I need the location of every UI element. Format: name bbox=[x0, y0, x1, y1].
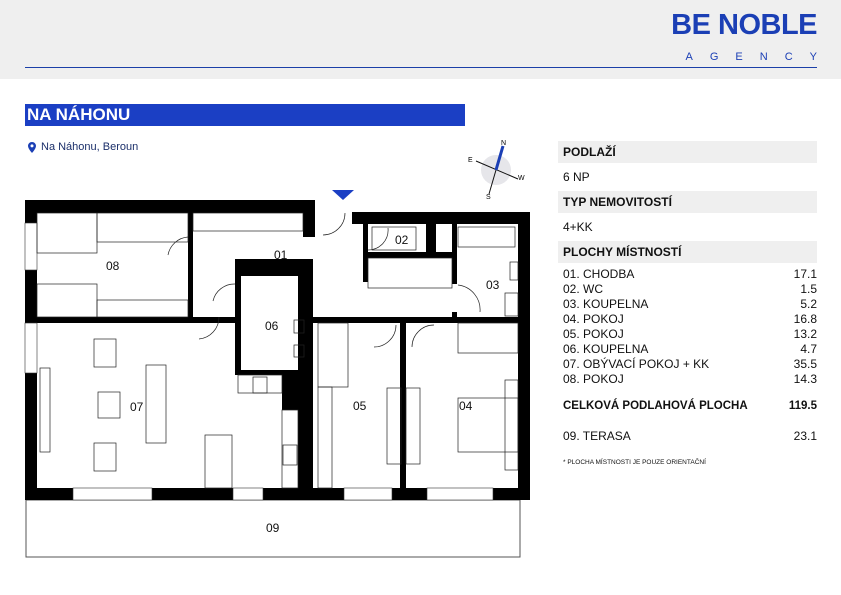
room-label-09: 09 bbox=[266, 521, 280, 535]
windows bbox=[24, 222, 494, 501]
brand-name: BE NOBLE bbox=[671, 9, 817, 41]
type-value: 4+KK bbox=[563, 220, 593, 234]
terrace-value: 23.1 bbox=[793, 429, 817, 443]
compass-north-needle bbox=[494, 145, 505, 171]
terrace-label: 09. TERASA bbox=[563, 429, 631, 443]
room-name: 06. KOUPELNA bbox=[563, 342, 649, 356]
room-label-06: 06 bbox=[265, 319, 279, 333]
room-area: 16.8 bbox=[793, 312, 817, 326]
room-label-07: 07 bbox=[130, 400, 144, 414]
room-area: 4.7 bbox=[800, 342, 817, 356]
total-label: CELKOVÁ PODLAHOVÁ PLOCHA bbox=[563, 400, 748, 412]
address-text: Na Náhonu, Beroun bbox=[41, 141, 139, 153]
address: Na Náhonu, Beroun bbox=[28, 141, 138, 153]
total-area: CELKOVÁ PODLAHOVÁ PLOCHA 119.5 bbox=[558, 400, 817, 412]
furniture bbox=[36, 212, 519, 489]
footnote: * PLOCHA MÍSTNOSTI JE POUZE ORIENTAČNÍ bbox=[563, 459, 706, 466]
compass-w: W bbox=[518, 175, 525, 182]
room-name: 02. WC bbox=[563, 282, 604, 296]
room-label-02: 02 bbox=[395, 233, 409, 247]
room-area: 5.2 bbox=[800, 297, 817, 311]
terrace-area: 09. TERASA 23.1 bbox=[558, 429, 817, 443]
compass-e: E bbox=[468, 157, 473, 164]
compass-south-needle bbox=[488, 169, 497, 195]
list-item: 02. WC 1.5 bbox=[563, 282, 817, 297]
info-panel: PODLAŽÍ 6 NP TYP NEMOVITOSTÍ 4+KK PLOCHY… bbox=[558, 141, 817, 466]
room-label-03: 03 bbox=[486, 278, 500, 292]
room-area-list: 01. CHODBA 17.1 02. WC 1.5 03. KOUPELNA 5.2… bbox=[558, 267, 817, 387]
total-value: 119.5 bbox=[788, 400, 817, 412]
room-area: 17.1 bbox=[793, 267, 817, 281]
room-label-08: 08 bbox=[106, 259, 120, 273]
room-area: 14.3 bbox=[793, 372, 817, 386]
room-area: 1.5 bbox=[800, 282, 817, 296]
room-labels: 08 01 02 03 06 07 05 04 09 bbox=[106, 233, 500, 535]
brand-sub: AGENCY bbox=[685, 51, 834, 63]
compass: N E W S bbox=[468, 140, 525, 201]
room-name: 01. CHODBA bbox=[563, 267, 635, 281]
walls bbox=[25, 200, 530, 500]
room-name: 05. POKOJ bbox=[563, 327, 624, 341]
compass-s: S bbox=[486, 194, 491, 201]
compass-n: N bbox=[501, 140, 506, 147]
list-item: 08. POKOJ 14.3 bbox=[563, 372, 817, 387]
list-item: 03. KOUPELNA 5.2 bbox=[563, 297, 817, 312]
map-pin-icon bbox=[28, 141, 36, 153]
list-item: 01. CHODBA 17.1 bbox=[563, 267, 817, 282]
room-label-04: 04 bbox=[459, 399, 473, 413]
room-label-05: 05 bbox=[353, 399, 367, 413]
header-divider bbox=[25, 67, 817, 68]
room-area: 35.5 bbox=[793, 357, 817, 371]
room-name: 03. KOUPELNA bbox=[563, 297, 649, 311]
list-item: 06. KOUPELNA 4.7 bbox=[563, 342, 817, 357]
room-name: 04. POKOJ bbox=[563, 312, 624, 326]
room-area: 13.2 bbox=[793, 327, 817, 341]
areas-heading: PLOCHY MÍSTNOSTÍ bbox=[558, 241, 817, 263]
brand-logo: BE NOBLE AGENCY bbox=[671, 9, 817, 63]
page-title: NA NÁHONU bbox=[25, 104, 465, 126]
room-label-01: 01 bbox=[274, 248, 288, 262]
list-item: 04. POKOJ 16.8 bbox=[563, 312, 817, 327]
floor-heading: PODLAŽÍ bbox=[558, 141, 817, 163]
floor-value: 6 NP bbox=[563, 170, 590, 184]
entrance-arrow-icon bbox=[332, 190, 354, 200]
header bbox=[0, 0, 841, 79]
list-item: 07. OBÝVACÍ POKOJ + KK 35.5 bbox=[563, 357, 817, 372]
type-heading: TYP NEMOVITOSTÍ bbox=[558, 191, 817, 213]
list-item: 05. POKOJ 13.2 bbox=[563, 327, 817, 342]
room-name: 08. POKOJ bbox=[563, 372, 624, 386]
room-name: 07. OBÝVACÍ POKOJ + KK bbox=[563, 357, 710, 371]
